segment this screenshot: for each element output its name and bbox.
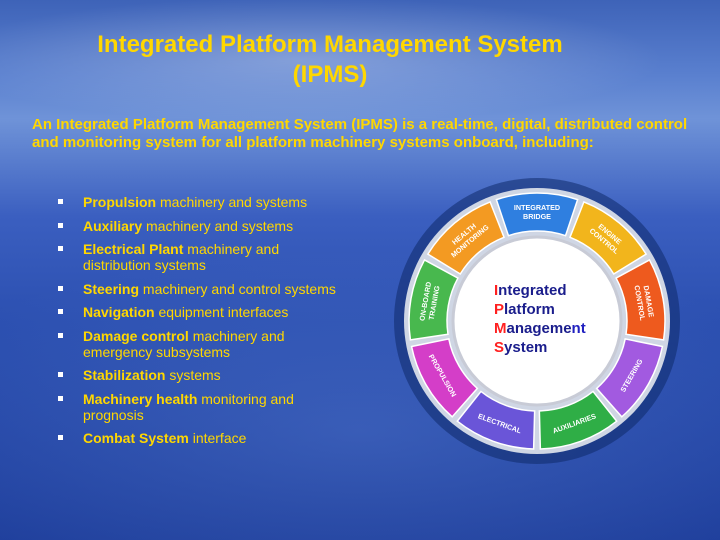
ring-segment-shape [495, 192, 579, 237]
ring-segment: DAMAGECONTROL [615, 258, 666, 341]
center-line: Platform [494, 300, 586, 319]
title-line-2: (IPMS) [292, 61, 368, 88]
ring-segment: HEALTHMONITORING [426, 200, 505, 276]
systems-bullet-list: Propulsion machinery and systems Auxilia… [54, 194, 344, 454]
page-title: Integrated Platform Management System (I… [30, 30, 630, 90]
bullet-item: Machinery health monitoring and prognosi… [54, 391, 344, 423]
bullet-text: machinery and systems [156, 194, 308, 210]
bullet-text: equipment interfaces [154, 304, 289, 320]
center-rest: ystem [504, 339, 548, 356]
center-rest: anageme [506, 320, 572, 337]
bullet-square-icon [58, 309, 63, 314]
bullet-bold: Combat System [83, 430, 189, 446]
ring-segment: ENGINECONTROL [569, 200, 648, 276]
center-line: Management [494, 319, 586, 338]
bullet-item: Auxiliary machinery and systems [54, 218, 344, 234]
ring-segment-shape [408, 258, 459, 341]
ring-segment-label-line: BRIDGE [523, 212, 551, 221]
bullet-square-icon [58, 395, 63, 401]
bullet-bold: Propulsion [83, 194, 157, 210]
ring-segment-shape [615, 258, 666, 341]
ring-segment-shape [595, 338, 664, 418]
title-line-1: Integrated Platform Management System [97, 31, 563, 58]
bullet-item: Propulsion machinery and systems [54, 194, 344, 210]
intro-paragraph: An Integrated Platform Management System… [32, 116, 688, 151]
bullet-item: Electrical Plant machinery and distribut… [54, 241, 344, 273]
bullet-bold: Navigation [83, 304, 155, 320]
bullet-item: Stabilization systems [54, 367, 344, 383]
center-initial: M [494, 320, 507, 337]
bullet-text: machinery and emergency subsystems [83, 327, 285, 360]
bullet-text: machinery and systems [142, 217, 294, 234]
bullet-bold: Steering [83, 280, 140, 297]
bullet-square-icon [58, 332, 63, 338]
bullet-text: machinery and control systems [139, 280, 336, 297]
center-tail: nt [571, 320, 586, 337]
bullet-square-icon [58, 199, 63, 204]
bullet-text: machinery and distribution systems [83, 241, 280, 273]
bullet-bold: Stabilization [83, 367, 166, 383]
ring-segment-shape [538, 390, 618, 450]
bullet-item: Damage control machinery and emergency s… [54, 328, 344, 360]
bullet-item: Navigation equipment interfaces [54, 304, 344, 320]
ring-segment: STEERING [595, 338, 664, 418]
bullet-square-icon [58, 285, 63, 291]
bullet-square-icon [58, 435, 63, 440]
center-line: System [494, 338, 586, 357]
bullet-item: Combat System interface [54, 430, 344, 446]
center-initial: I [494, 282, 499, 299]
bullet-bold: Auxiliary [83, 217, 143, 234]
center-rest: latform [504, 301, 555, 318]
bullet-text: interface [188, 430, 247, 446]
ring-segment-shape [569, 200, 648, 276]
ring-center-disc [451, 235, 623, 407]
bullet-bold: Electrical Plant [83, 241, 184, 257]
bullet-bold: Damage control [83, 327, 189, 344]
bullet-item: Steering machinery and control systems [54, 281, 344, 297]
center-initial: S [494, 339, 505, 356]
ring-segment: PROPULSION [410, 338, 479, 418]
center-initial: P [494, 301, 505, 318]
ring-segment-shape [410, 338, 479, 418]
ring-segment: ELECTRICAL [456, 390, 536, 450]
bullet-square-icon [58, 372, 63, 377]
bullet-text: systems [165, 367, 221, 383]
bullet-text: monitoring and prognosis [83, 390, 294, 423]
center-label: Integrated Platform Management System [494, 281, 586, 357]
center-rest: ntegrated [498, 282, 567, 299]
ring-segment-shape [456, 390, 536, 450]
ring-segment-label-line: INTEGRATED [514, 203, 560, 212]
bullet-square-icon [58, 246, 63, 251]
ring-segment: ON-BOARDTRAINING [408, 258, 459, 341]
ring-segment: AUXILIARIES [538, 390, 618, 450]
bullet-bold: Machinery health [83, 390, 198, 407]
center-line: Integrated [494, 281, 586, 300]
bullet-square-icon [58, 222, 63, 228]
ring-segment-shape [426, 200, 505, 276]
